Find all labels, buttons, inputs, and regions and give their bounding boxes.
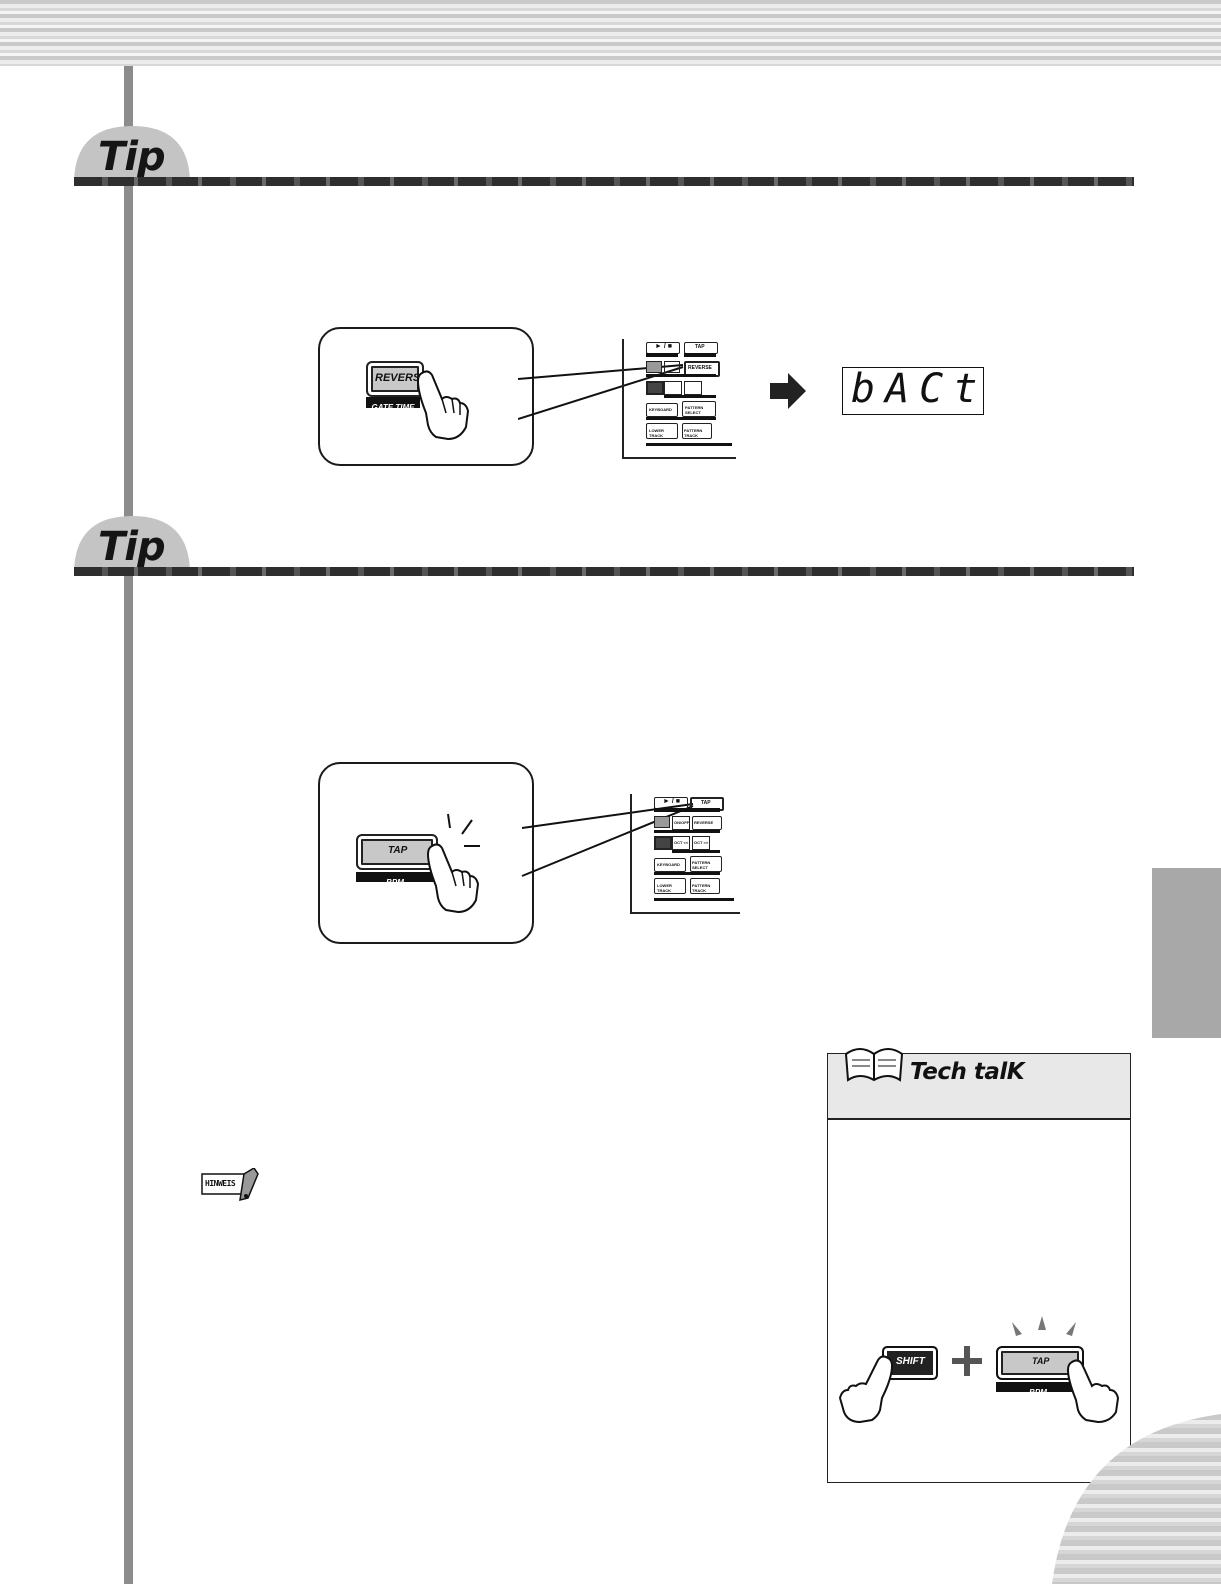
tip-label: Tip (98, 134, 166, 180)
panel-rec-button[interactable] (654, 816, 670, 828)
tip-tab-shape (74, 516, 190, 574)
panel-oct-up-button[interactable]: OCT >> (692, 836, 710, 850)
panel-lower-track-button[interactable]: LOWER TRACK (646, 423, 678, 439)
pointing-finger-icon (1066, 1359, 1120, 1424)
tech-talk-header: Tech talK (828, 1048, 1130, 1120)
panel-rec-button[interactable] (646, 361, 662, 373)
panel-oct-down-button[interactable]: OCT << (672, 836, 690, 850)
figure-reverse: REVERSE GATE TIME ► / ■ TAP REVERSE KEYB… (318, 327, 998, 467)
panel-keyboard-button[interactable]: KEYBOARD (654, 858, 686, 872)
tip-header-1: Tip (74, 122, 1134, 188)
panel-reverse-button[interactable]: REVERSE (692, 816, 722, 830)
panel-keyboard-button[interactable]: KEYBOARD (646, 403, 678, 417)
tip-header-2: Tip (74, 512, 1134, 578)
panel-shift-button[interactable] (646, 381, 664, 395)
panel-pattern-select-button[interactable]: PATTERN SELECT (682, 401, 716, 417)
tap-flash-icon (447, 813, 480, 847)
gate-time-label: GATE TIME (366, 397, 420, 412)
tech-talk-title: Tech talK (910, 1059, 1025, 1085)
mini-panel-1: ► / ■ TAP REVERSE KEYBOARD PATTERN SELEC… (622, 339, 736, 459)
panel-pattern-track-button[interactable]: PATTERN TRACK (682, 423, 712, 439)
tip-rule-1 (74, 177, 1134, 186)
bpm-label: BPM (356, 872, 434, 887)
figure-tap: TAP BPM ► / ■ TAP ON/OFF REVERSE OCT << … (318, 762, 748, 947)
hinweis-note-icon: HINWEIS (200, 1168, 260, 1202)
left-margin-rule (124, 66, 133, 1584)
open-book-icon (844, 1048, 904, 1082)
panel-pattern-track-button[interactable]: PATTERN TRACK (690, 878, 720, 894)
right-arrow-icon (770, 373, 806, 409)
corner-stripe-decoration (1052, 1414, 1221, 1584)
pointing-finger-icon (838, 1355, 894, 1424)
reverse-button-label: REVERSE (375, 372, 428, 384)
tip-tab-shape (74, 126, 190, 184)
tech-tap-label: TAP (1032, 1356, 1050, 1366)
tap-button-label: TAP (388, 845, 408, 856)
lcd-display: bACt (842, 366, 988, 415)
tap-button[interactable]: TAP (356, 834, 438, 870)
panel-pattern-select-button[interactable]: PATTERN SELECT (690, 856, 722, 872)
pointing-finger-icon (426, 843, 480, 914)
panel-lower-track-button[interactable]: LOWER TRACK (654, 878, 686, 894)
panel-oct-down-button[interactable] (664, 381, 682, 395)
shift-tap-illustration: SHIFT TAP BPM (836, 1314, 1126, 1424)
lcd-display-text: bACt (851, 366, 988, 412)
hinweis-label: HINWEIS (205, 1179, 236, 1188)
shift-button-label: SHIFT (896, 1356, 925, 1367)
panel-onoff-button[interactable]: ON/OFF (672, 816, 690, 830)
top-stripe-band (0, 0, 1221, 66)
tech-talk-box: Tech talK SHIFT TAP BPM (827, 1048, 1131, 1483)
pointing-finger-icon (416, 370, 470, 441)
section-thumb-tab (1152, 868, 1221, 1038)
tip-rule-2 (74, 567, 1134, 576)
tap-flash-icon (1012, 1316, 1076, 1336)
mini-panel-2: ► / ■ TAP ON/OFF REVERSE OCT << OCT >> K… (630, 794, 740, 914)
panel-onoff-button[interactable] (664, 361, 680, 373)
plus-icon (952, 1346, 982, 1376)
tech-bpm-label: BPM (996, 1382, 1080, 1397)
panel-oct-up-button[interactable] (684, 381, 702, 395)
tip-label: Tip (98, 524, 166, 570)
panel-shift-button[interactable] (654, 836, 672, 850)
